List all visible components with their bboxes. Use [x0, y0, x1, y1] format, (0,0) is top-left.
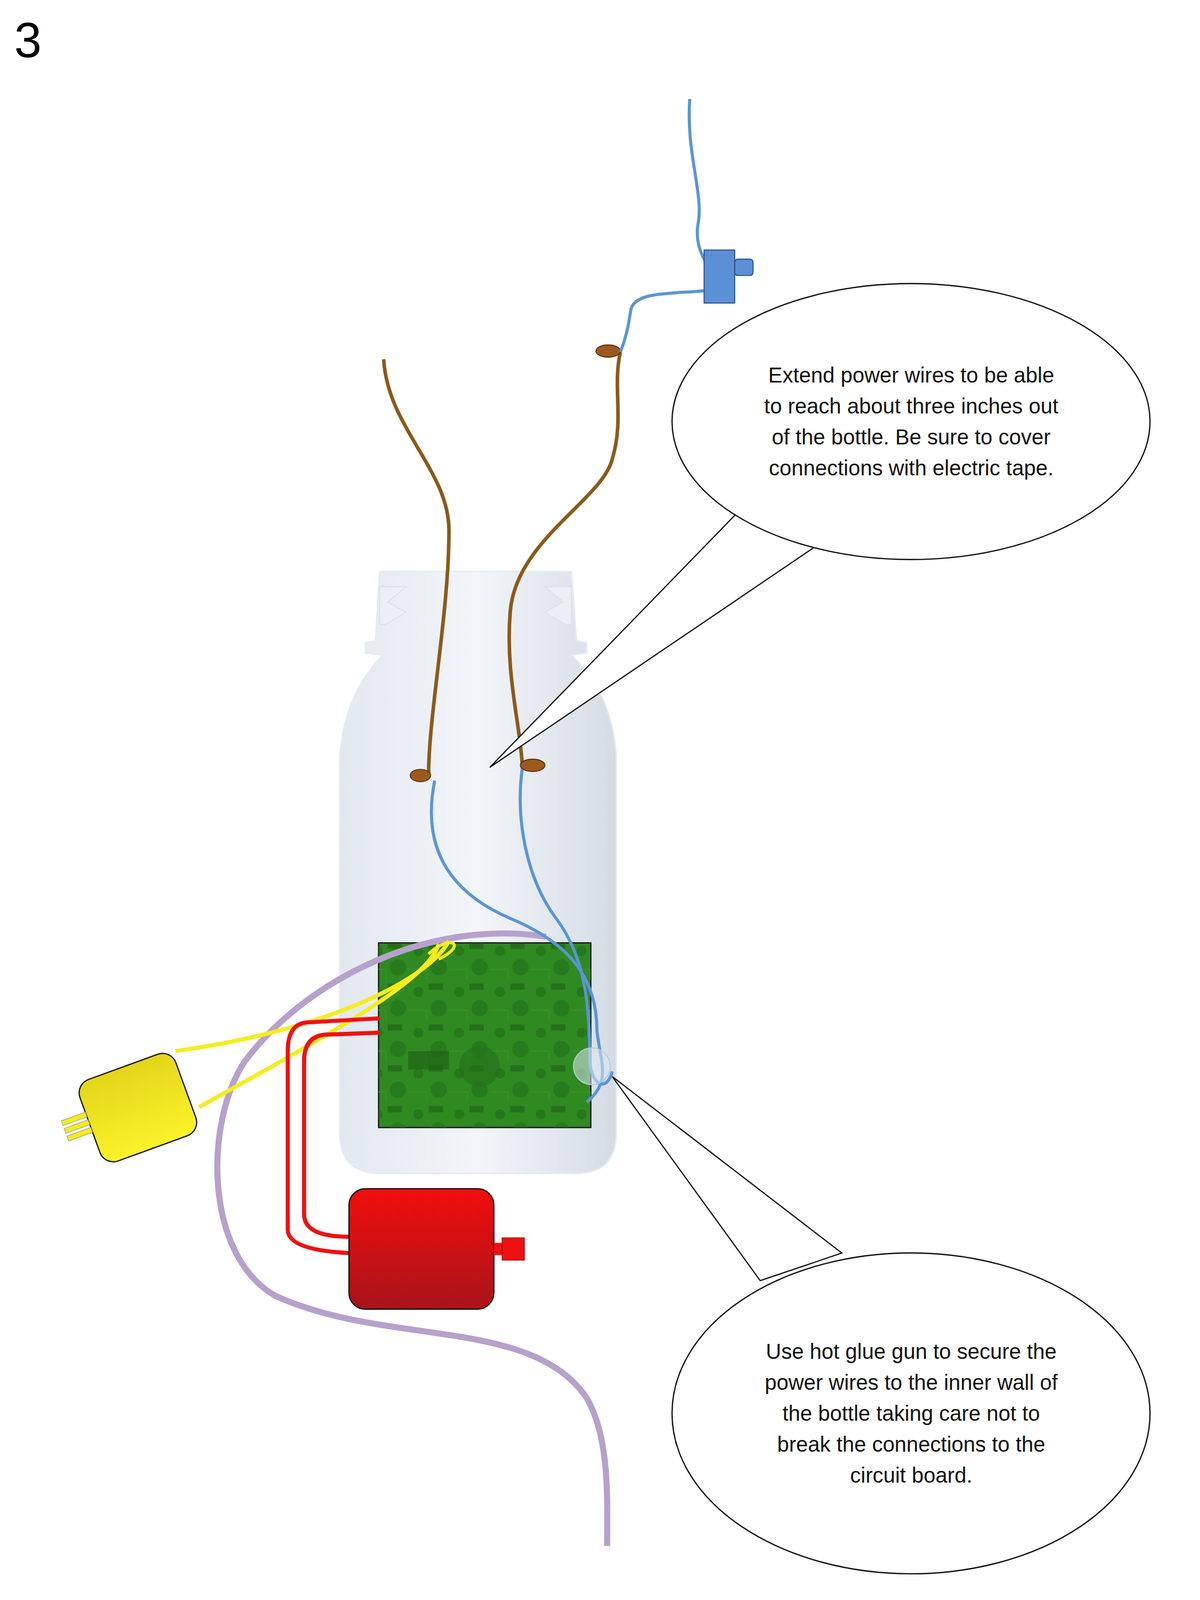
- purple-wire: [217, 933, 608, 1547]
- tape-joints: [410, 344, 621, 782]
- callout-text: Use hot glue gun to secure the power wir…: [761, 1336, 1061, 1491]
- red-component: [287, 1018, 525, 1310]
- callout-text: Extend power wires to be able to reach a…: [761, 359, 1061, 484]
- yellow-component: [51, 940, 455, 1175]
- callout-ellipse: [672, 1252, 1151, 1574]
- bottle: [339, 571, 617, 1174]
- callout-bubble: Extend power wires to be able to reach a…: [671, 282, 1151, 561]
- circuit-board: [378, 942, 592, 1128]
- step-number: 3: [14, 12, 42, 69]
- callout-bubble: Use hot glue gun to secure the power wir…: [671, 1252, 1151, 1575]
- power-wires: [431, 767, 613, 1102]
- extension-wires: [383, 352, 621, 776]
- callout-ellipse: [672, 283, 1151, 560]
- callout-tail: [489, 510, 817, 768]
- power-switch: [620, 99, 754, 353]
- callout-outline: [671, 282, 1151, 561]
- hot-glue: [573, 1047, 611, 1085]
- callout-tail: [612, 1076, 842, 1282]
